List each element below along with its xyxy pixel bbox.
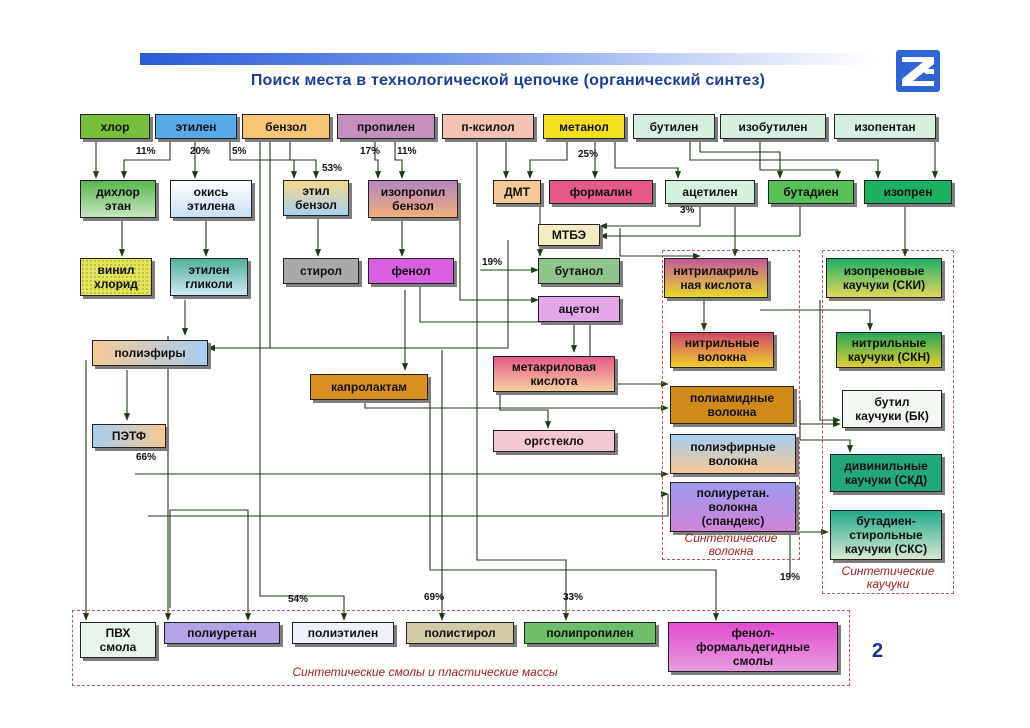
node-polyurethane-fibers: полиуретан. волокна (спандекс) (670, 482, 796, 532)
node-isobutylene: изобутилен (720, 114, 826, 139)
node-polyurethane: полиуретан (164, 622, 280, 644)
pct-label: 5% (232, 146, 247, 157)
node-ethylene-oxide: окись этилена (170, 180, 252, 218)
node-butylene: бутилен (633, 114, 715, 139)
pct-label: 33% (563, 592, 584, 603)
node-phenol: фенол (368, 258, 454, 284)
pct-label: 11% (397, 146, 417, 157)
group-synthetic-rubbers (822, 250, 954, 594)
node-acrylonitrile: нитрилакриль ная кислота (664, 258, 768, 298)
node-polyesters: полиэфиры (92, 340, 208, 366)
node-polyethylene: полиэтилен (292, 622, 394, 644)
node-dmt: ДМТ (493, 180, 541, 204)
node-polystyrene: полистирол (406, 622, 514, 644)
node-butyl-rubber: бутил каучуки (БК) (842, 390, 942, 428)
node-divinyl-rubber: дивинильные каучуки (СКД) (830, 454, 942, 492)
pct-label: 54% (288, 594, 309, 605)
pct-label: 25% (578, 149, 599, 160)
pct-label: 11% (136, 146, 156, 157)
node-propylene: пропилен (337, 114, 435, 139)
node-ethylene-glycols: этилен гликоли (170, 258, 248, 296)
node-pxylene: п-ксилол (442, 114, 534, 139)
group-label-fibers: Синтетические волокна (684, 531, 778, 558)
node-sbr-rubber: бутадиен- стирольные каучуки (СКС) (830, 510, 942, 560)
node-benzene: бензол (242, 114, 330, 139)
node-phenol-formaldehyde: фенол- формальдегидные смолы (668, 622, 838, 672)
node-butanol: бутанол (538, 258, 620, 284)
node-pvc: ПВХ смола (80, 622, 156, 658)
node-styrene: стирол (283, 258, 359, 284)
group-label-rubbers: Синтетические каучуки (841, 564, 935, 591)
page-title: Поиск места в технологической цепочке (о… (250, 72, 766, 89)
pct-label: 20% (190, 146, 211, 157)
pct-label: 3% (680, 205, 695, 216)
node-pet: ПЭТФ (92, 424, 166, 448)
node-nitrile-rubber: нитрильные каучуки (СКН) (836, 332, 942, 368)
node-formalin: формалин (549, 180, 653, 204)
node-nitrile-fibers: нитрильные волокна (670, 332, 774, 368)
node-methacrylic-acid: метакриловая кислота (493, 356, 615, 392)
node-acetone: ацетон (538, 296, 620, 322)
group-synthetic-resins (72, 610, 850, 686)
node-methanol: метанол (543, 114, 625, 139)
node-mtbe: МТБЭ (538, 224, 600, 246)
node-chlor: хлор (80, 114, 150, 139)
page-number: 2 (872, 640, 884, 662)
node-isoprene: изопрен (864, 180, 952, 204)
node-acetylene: ацетилен (665, 180, 755, 204)
node-polypropylene: полипропилен (524, 622, 656, 644)
node-ethylene: этилен (155, 114, 237, 139)
node-isoprene-rubber: изопреновые каучуки (СКИ) (826, 258, 942, 298)
node-vinyl-chloride: винил хлорид (80, 258, 152, 296)
pct-label: 19% (780, 572, 801, 583)
group-label-resins: Синтетические смолы и пластические массы (292, 665, 558, 679)
company-logo-icon (896, 50, 940, 92)
node-caprolactam: капролактам (310, 374, 428, 400)
node-isopropylbenzene: изопропил бензол (368, 180, 458, 218)
node-isopentane: изопентан (834, 114, 936, 139)
node-polyamide-fibers: полиамидные волокна (670, 386, 794, 424)
node-butadiene: бутадиен (768, 180, 854, 204)
pct-label: 69% (424, 592, 445, 603)
pct-label: 53% (322, 163, 343, 174)
pct-label: 66% (136, 452, 157, 463)
header-gradient-bar (140, 53, 876, 65)
pct-label: 17% (360, 146, 381, 157)
node-dichloroethane: дихлор этан (80, 180, 156, 218)
node-polyester-fibers: полиэфирные волокна (670, 434, 796, 474)
group-synthetic-fibers (662, 250, 800, 560)
pct-label: 19% (482, 257, 503, 268)
node-plexiglass: оргстекло (493, 430, 615, 452)
node-ethylbenzene: этил бензол (283, 180, 349, 216)
